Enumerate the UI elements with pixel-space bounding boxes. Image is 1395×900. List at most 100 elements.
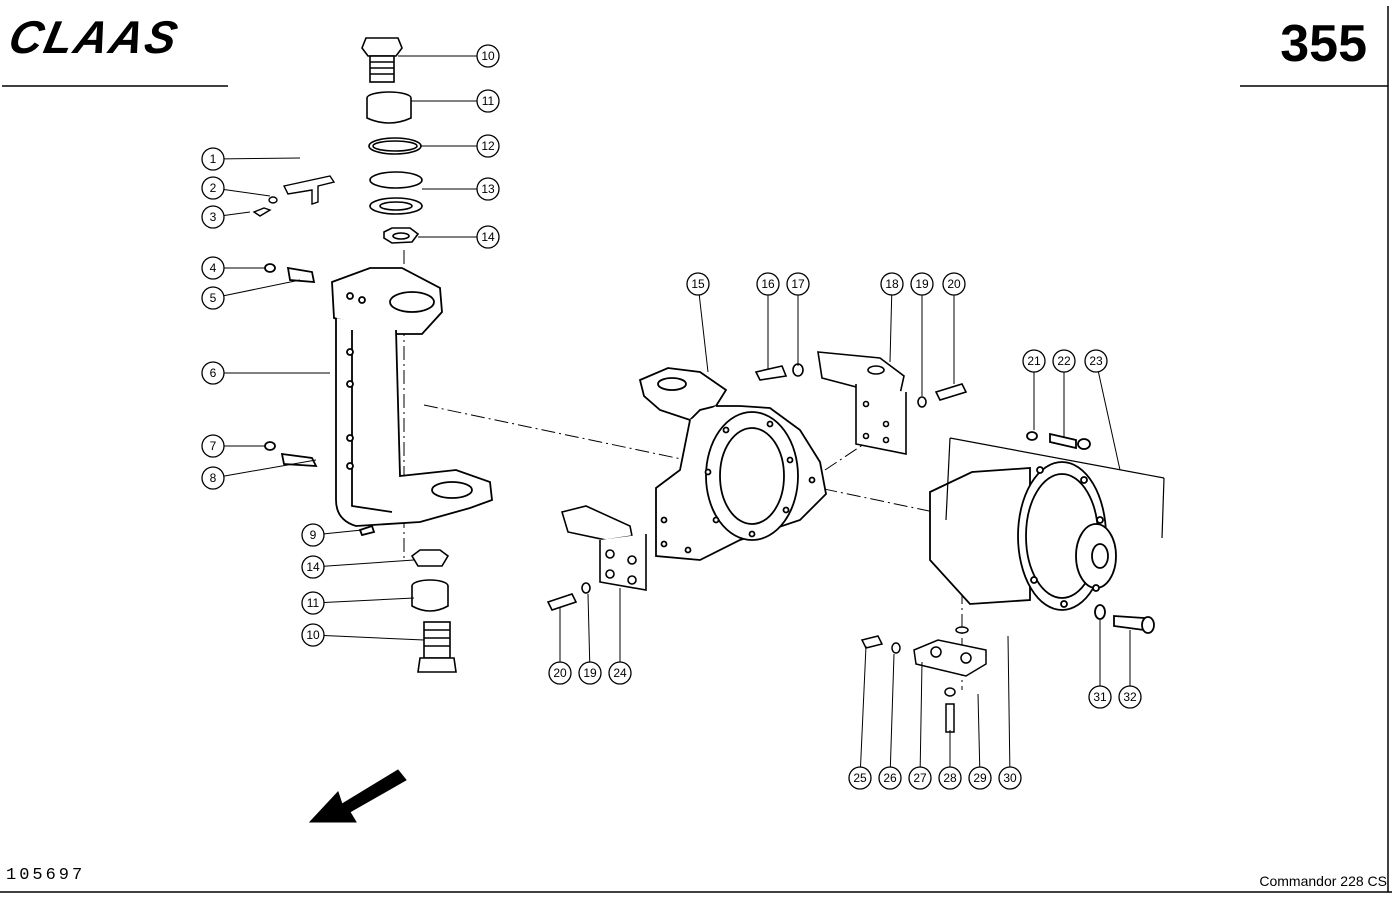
callout-number: 5	[210, 291, 217, 305]
callout-circle	[1084, 349, 1108, 373]
callout-number: 29	[973, 771, 987, 785]
callout-30: 30	[998, 766, 1022, 790]
callout-3: 3	[201, 205, 225, 229]
callout-circle	[968, 766, 992, 790]
callout-number: 26	[883, 771, 897, 785]
callout-number: 28	[943, 771, 957, 785]
model-name: Commandor 228 CS	[1259, 873, 1387, 889]
group-outline-23	[945, 437, 1165, 539]
callout-circle	[686, 272, 710, 296]
callout-number: 22	[1057, 354, 1071, 368]
callout-number: 20	[947, 277, 961, 291]
callout-number: 23	[1089, 354, 1103, 368]
callout-number: 11	[307, 596, 320, 610]
direction-arrow	[308, 769, 407, 823]
callout-number: 12	[481, 139, 495, 153]
callout-circle	[201, 286, 225, 310]
leader-line	[323, 529, 363, 535]
callout-circle	[301, 523, 325, 547]
callout-circle	[301, 591, 325, 615]
callout-number: 14	[306, 560, 320, 574]
frame-lines	[0, 6, 1392, 893]
callout-number: 7	[210, 439, 217, 453]
callout-circle	[880, 272, 904, 296]
callout-circle	[1088, 685, 1112, 709]
callout-number: 17	[791, 277, 805, 291]
callout-circle	[476, 44, 500, 68]
callout-circle	[301, 555, 325, 579]
leader-line	[889, 294, 893, 363]
leader-lines	[223, 55, 1131, 768]
kingpin-top-stack	[361, 37, 423, 244]
leader-line	[919, 661, 923, 768]
callout-28: 28	[938, 766, 962, 790]
callout-number: 13	[481, 182, 495, 196]
callout-18: 18	[880, 272, 904, 296]
callout-circle	[938, 766, 962, 790]
callout-4: 4	[201, 256, 225, 280]
leader-line	[587, 593, 591, 663]
bracket-24	[546, 505, 647, 611]
leader-line	[223, 459, 317, 477]
callout-11: 11	[301, 591, 325, 615]
callout-9: 9	[301, 523, 325, 547]
callout-number: 24	[613, 666, 627, 680]
callout-circle	[476, 177, 500, 201]
hub-assembly	[929, 431, 1155, 634]
callout-1: 1	[201, 147, 225, 171]
callout-15: 15	[686, 272, 710, 296]
callout-19: 19	[578, 661, 602, 685]
bracket-assembly	[252, 175, 336, 217]
callout-27: 27	[908, 766, 932, 790]
callout-29: 29	[968, 766, 992, 790]
leader-line	[323, 634, 425, 641]
callout-number: 10	[481, 49, 495, 63]
callout-circle	[301, 623, 325, 647]
callout-number: 31	[1093, 690, 1107, 704]
callout-number: 19	[915, 277, 929, 291]
callout-number: 3	[210, 210, 217, 224]
callout-19: 19	[910, 272, 934, 296]
bracket-18	[754, 351, 968, 455]
callout-circle	[910, 272, 934, 296]
leader-line	[223, 211, 251, 217]
callout-number: 25	[853, 771, 867, 785]
leader-line	[860, 645, 867, 768]
leader-line	[323, 597, 415, 603]
callout-circle	[756, 272, 780, 296]
callout-circle	[548, 661, 572, 685]
callout-14: 14	[476, 225, 500, 249]
callout-number: 8	[210, 471, 217, 485]
callout-circle	[998, 766, 1022, 790]
leader-line	[223, 279, 301, 297]
leader-line	[323, 559, 415, 567]
page-number: 355	[1280, 15, 1367, 73]
callout-circle	[476, 225, 500, 249]
callout-number: 14	[481, 230, 495, 244]
callout-circle	[878, 766, 902, 790]
callout-circle	[1022, 349, 1046, 373]
callout-11: 11	[476, 89, 500, 113]
callout-circle	[201, 147, 225, 171]
callout-20: 20	[548, 661, 572, 685]
callout-circle	[201, 434, 225, 458]
callout-number: 18	[885, 277, 899, 291]
callout-22: 22	[1052, 349, 1076, 373]
callout-number: 30	[1003, 771, 1017, 785]
callout-10: 10	[301, 623, 325, 647]
callout-number: 9	[310, 528, 317, 542]
callout-10: 10	[476, 44, 500, 68]
callout-circle	[578, 661, 602, 685]
callout-number: 15	[691, 277, 705, 291]
callout-13: 13	[476, 177, 500, 201]
callout-24: 24	[608, 661, 632, 685]
callout-16: 16	[756, 272, 780, 296]
callout-number: 4	[210, 261, 217, 275]
callout-7: 7	[201, 434, 225, 458]
callout-number: 27	[913, 771, 927, 785]
callout-circle	[942, 272, 966, 296]
callout-circle	[608, 661, 632, 685]
callout-6: 6	[201, 361, 225, 385]
